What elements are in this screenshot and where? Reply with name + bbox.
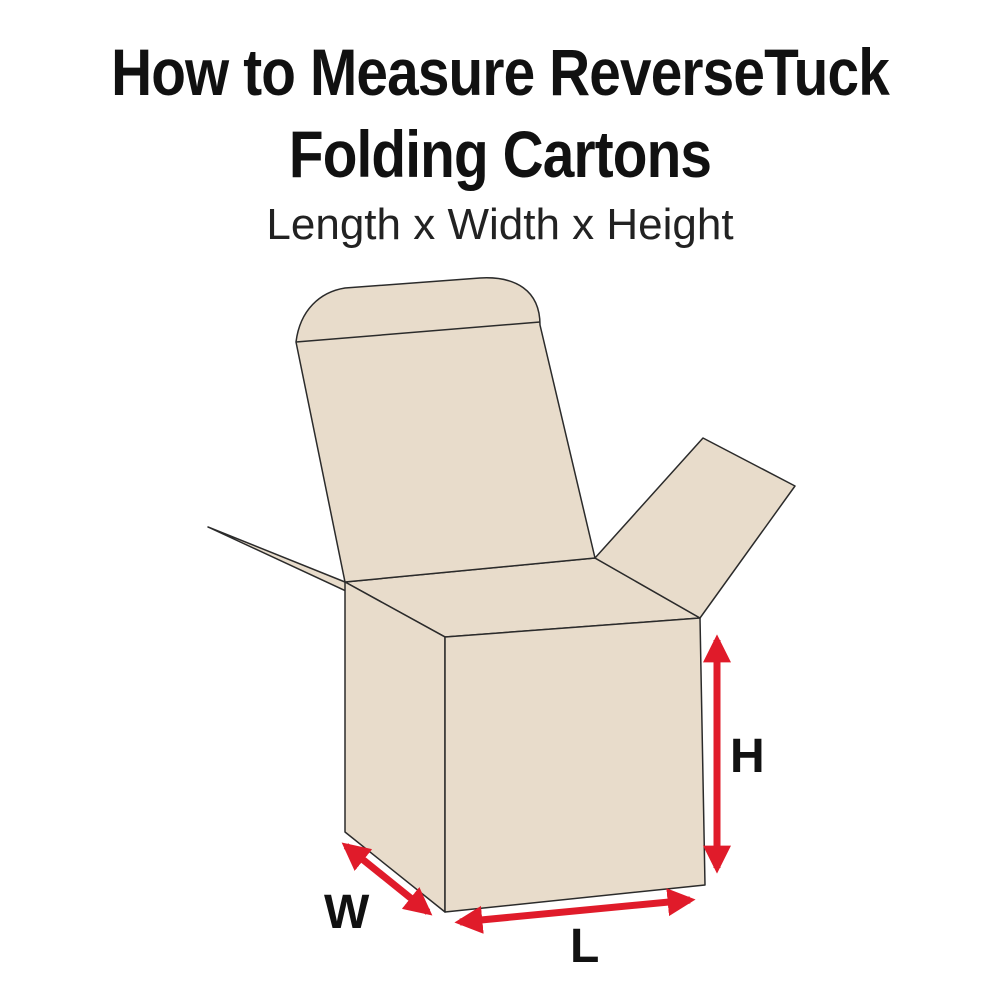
title-line-2: Folding Cartons (288, 117, 712, 191)
carton-top-lid (295, 277, 596, 583)
length-arrow (454, 888, 696, 934)
length-label: L (570, 920, 599, 973)
subtitle: Length x Width x Height (266, 200, 734, 249)
title-line-1: How to Measure ReverseTuck (111, 35, 890, 109)
width-label: W (324, 886, 370, 939)
lid-tuck-crease (295, 321, 541, 343)
carton-right-dust-flap (594, 437, 796, 619)
carton-front-panel (444, 617, 706, 913)
width-arrow (341, 842, 433, 916)
carton-side-panel (344, 581, 446, 913)
height-label: H (730, 730, 765, 783)
